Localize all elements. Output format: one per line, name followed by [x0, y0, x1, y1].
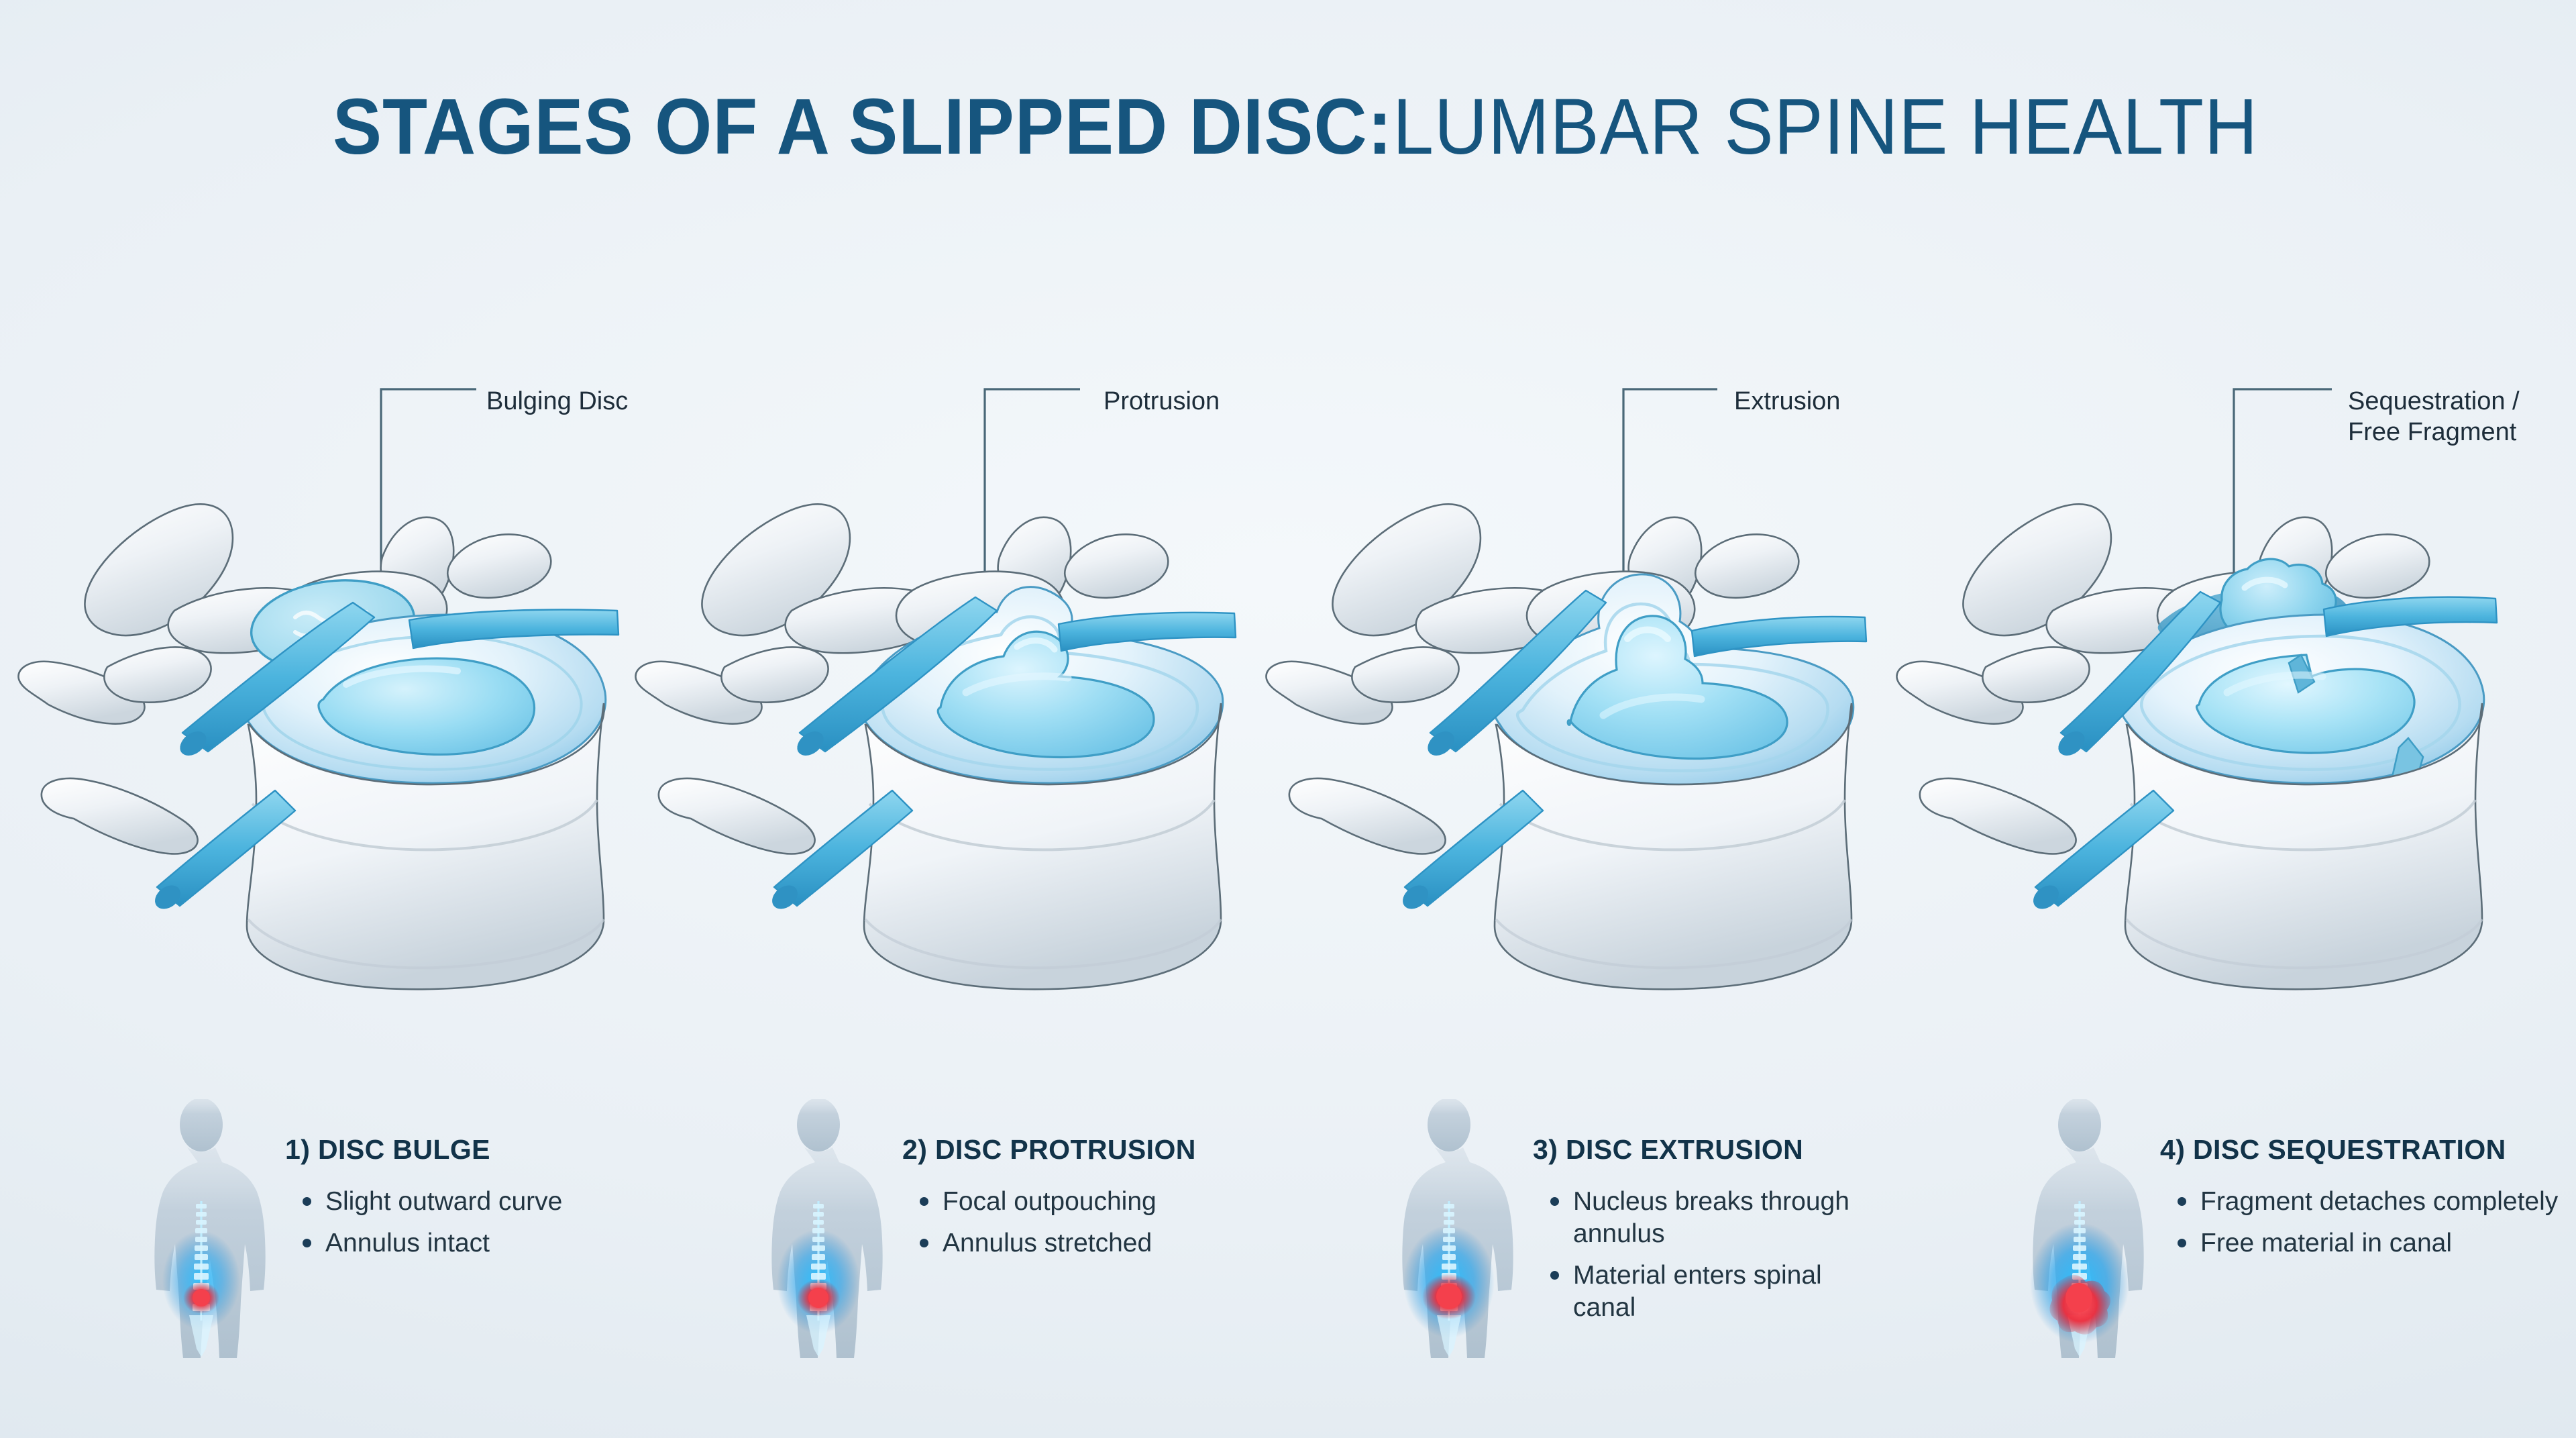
vertebra-illustration-extrusion [1265, 503, 1868, 990]
body-figure-icon-2 [771, 1099, 883, 1358]
stage-bullets-2: Focal outpouching Annulus stretched [902, 1186, 1278, 1260]
vertebra-illustration-protrusion [635, 503, 1237, 990]
leader-line-2 [983, 388, 1080, 651]
callout-label-2: Protrusion [1104, 386, 1220, 417]
vertebra-illustration-bulge [17, 503, 620, 990]
list-item: Nucleus breaks through annulus [1550, 1186, 1868, 1250]
list-item: Annulus stretched [920, 1227, 1278, 1260]
callout-line-1: Protrusion [1104, 387, 1220, 415]
leader-line-4 [2233, 388, 2332, 651]
panel-disc-extrusion: Extrusion [1248, 0, 1892, 1438]
callout-line-1: Sequestration / [2348, 387, 2520, 415]
stage-text-column-3: 3) DISC EXTRUSION Nucleus breaks through… [1533, 1134, 1868, 1333]
page-title: STAGES OF A SLIPPED DISC: LUMBAR SPINE H… [0, 87, 2576, 166]
stage-title-3: 3) DISC EXTRUSION [1533, 1134, 1804, 1165]
callout-label-1: Bulging Disc [486, 386, 628, 417]
list-item: Material enters spinal canal [1550, 1260, 1868, 1324]
callout-line-1: Extrusion [1734, 387, 1841, 415]
vertebra-illustration-sequestration [1896, 503, 2498, 990]
list-item: Annulus intact [303, 1227, 661, 1260]
list-item: Focal outpouching [920, 1186, 1278, 1218]
stage-bullets-3: Nucleus breaks through annulus Material … [1533, 1186, 1868, 1324]
stage-bullets-1: Slight outward curve Annulus intact [285, 1186, 661, 1260]
stage-title-4: 4) DISC SEQUESTRATION [2160, 1134, 2506, 1165]
callout-label-3: Extrusion [1734, 386, 1840, 417]
list-item: Fragment detaches completely [2178, 1186, 2563, 1218]
callout-line-2: Free Fragment [2348, 418, 2517, 447]
page-title-part1: STAGES OF A SLIPPED DISC: [332, 83, 1393, 171]
panel-disc-protrusion: Protrusion [617, 0, 1261, 1438]
list-item: Slight outward curve [303, 1186, 661, 1218]
body-figure-icon-4 [2030, 1099, 2144, 1358]
stage-bullets-4: Fragment detaches completely Free materi… [2160, 1186, 2563, 1260]
stage-title-1: 1) DISC BULGE [285, 1134, 490, 1165]
leader-line-3 [1622, 388, 1717, 651]
body-figure-icon-1 [154, 1099, 266, 1358]
callout-line-1: Bulging Disc [486, 387, 629, 415]
stage-text-column-2: 2) DISC PROTRUSION Focal outpouching Ann… [902, 1134, 1278, 1269]
body-figure-icon-3 [1402, 1099, 1513, 1358]
panel-disc-bulge: Bulging Disc [0, 0, 644, 1438]
stage-text-column-1: 1) DISC BULGE Slight outward curve Annul… [285, 1134, 661, 1269]
stage-title-2: 2) DISC PROTRUSION [902, 1134, 1196, 1165]
panel-disc-sequestration: Sequestration / Free Fragment [1878, 0, 2558, 1438]
page-title-part2: LUMBAR SPINE HEALTH [1392, 83, 2259, 171]
stage-text-column-4: 4) DISC SEQUESTRATION Fragment detaches … [2160, 1134, 2563, 1269]
list-item: Free material in canal [2178, 1227, 2563, 1260]
callout-label-4: Sequestration / Free Fragment [2348, 386, 2520, 448]
